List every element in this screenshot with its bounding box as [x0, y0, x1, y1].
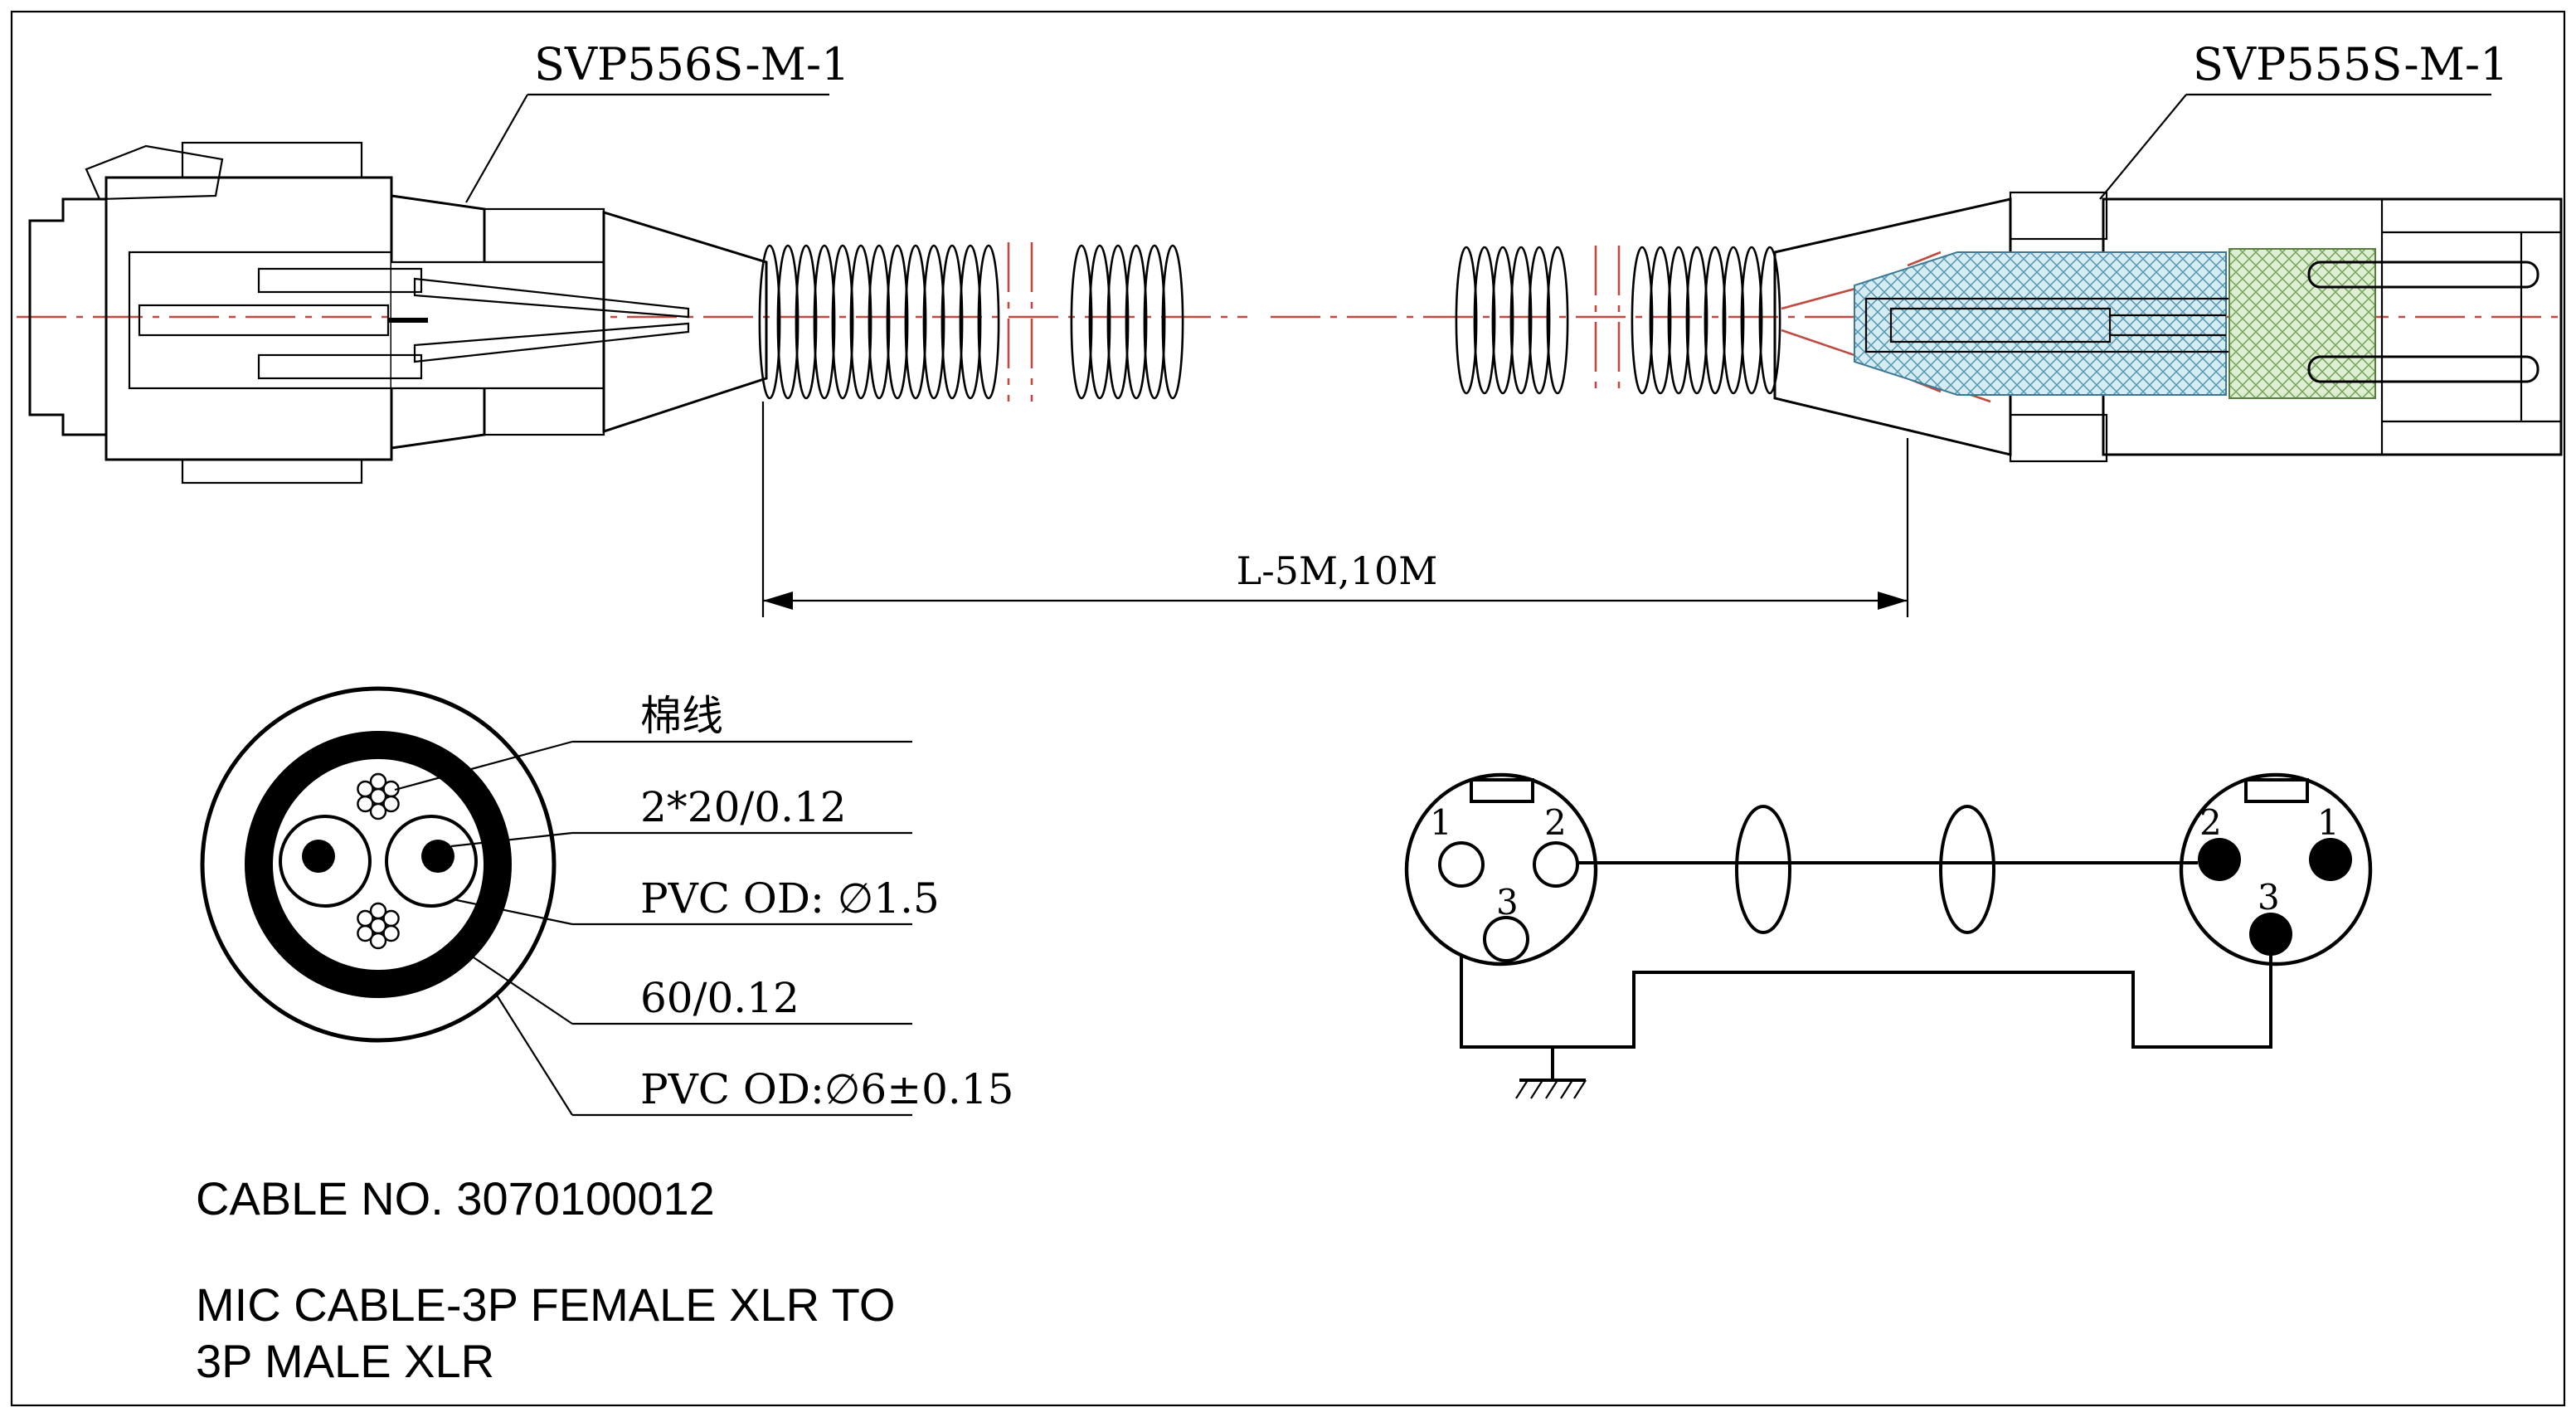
left-pin2-label: 2	[1544, 802, 1567, 843]
label-conductor-spec: 2*20/0.12	[640, 783, 847, 831]
left-contact-prong-lower	[413, 322, 690, 363]
right-pin1-label: 1	[2317, 802, 2340, 843]
cable-description-line1: MIC CABLE-3P FEMALE XLR TO	[196, 1278, 895, 1331]
right-pin-upper	[2307, 261, 2540, 289]
length-dimension-label: L-5M,10M	[1237, 548, 1438, 593]
left-cable-channel	[391, 262, 604, 388]
pinout-schematic: 1 2 3 2 1 3	[1404, 772, 2373, 1099]
right-pin1-contact	[2309, 838, 2352, 881]
left-cable-coil-a	[758, 244, 1000, 400]
length-dimension: L-5M,10M	[761, 402, 1909, 617]
cable-cross-section: 棉线 2*20/0.12 PVC OD: ∅1.5 60/0.12 PVC OD…	[200, 686, 1013, 1117]
dimension-arrow-right	[1878, 592, 1908, 610]
right-insert-blue	[1854, 251, 2227, 396]
left-connector-body	[104, 176, 393, 461]
right-pin2-contact	[2198, 838, 2241, 881]
dimension-arrow-left	[763, 592, 793, 610]
left-connector-label: SVP556S-M-1	[534, 38, 850, 90]
left-contact-lower	[257, 353, 423, 380]
right-connector-drawing	[1455, 191, 2563, 463]
label-shield-spec: 60/0.12	[640, 974, 800, 1022]
ground-symbol	[1515, 1047, 1587, 1099]
drawing-border-frame	[10, 10, 2566, 1407]
right-pin2-label: 2	[2199, 802, 2222, 843]
left-connector-callout: SVP556S-M-1	[465, 38, 850, 203]
left-pin2-socket	[1533, 841, 1579, 888]
right-pin3-label: 3	[2258, 877, 2280, 918]
label-insulation-od: PVC OD: ∅1.5	[640, 874, 940, 923]
right-cable-coil-a	[1455, 246, 1569, 395]
cross-section-callouts: 棉线 2*20/0.12 PVC OD: ∅1.5 60/0.12 PVC OD…	[394, 692, 1013, 1117]
left-boot-ribs-top	[483, 207, 605, 264]
left-connector-knurl-top	[181, 141, 363, 179]
left-pin1-label: 1	[1430, 802, 1452, 843]
schematic-left-connector: 1 2 3	[1404, 772, 1598, 967]
shield-braid-ring	[245, 731, 512, 998]
right-connector-callout: SVP555S-M-1	[2099, 38, 2509, 200]
cable-symbol-ellipse	[1939, 805, 1995, 934]
cable-number: CABLE NO. 3070100012	[196, 1172, 715, 1225]
right-keyway	[2244, 778, 2309, 803]
left-contact-upper	[257, 267, 423, 294]
label-jacket-od: PVC OD:∅6±0.15	[640, 1065, 1013, 1113]
left-connector-knurl-bottom	[181, 458, 363, 485]
right-pin-lower	[2307, 355, 2540, 383]
left-keyway	[1470, 778, 1534, 803]
left-boot-cone	[602, 210, 768, 434]
right-connector-face	[2179, 772, 2373, 967]
right-connector-label: SVP555S-M-1	[2193, 38, 2509, 90]
footer-text: CABLE NO. 3070100012 MIC CABLE-3P FEMALE…	[196, 1172, 895, 1387]
cotton-filler-bottom	[357, 902, 400, 950]
left-boot-ribs-bottom	[483, 380, 605, 436]
left-pin1-socket	[1438, 841, 1485, 888]
left-center-pin	[138, 304, 390, 337]
left-pin3-label: 3	[1496, 882, 1519, 923]
right-cable-coil-b	[1631, 246, 1781, 395]
ground-wire	[1460, 956, 2272, 1049]
left-contact-prong-upper	[413, 277, 690, 319]
conductor-right-core	[421, 840, 454, 873]
left-cable-coil-b	[1070, 244, 1184, 400]
left-pin3-socket	[1483, 916, 1529, 962]
right-knurl-top	[2009, 191, 2108, 241]
cotton-filler-top	[357, 772, 400, 820]
left-connector-face	[1404, 772, 1598, 967]
left-connector-drawing	[28, 141, 1184, 485]
conductor-left-core	[302, 840, 335, 873]
label-cotton-thread: 棉线	[640, 692, 723, 740]
right-insert-green	[2228, 248, 2376, 399]
schematic-right-connector: 2 1 3	[2179, 772, 2373, 967]
cable-description-line2: 3P MALE XLR	[196, 1335, 494, 1387]
left-connector-cavity	[128, 251, 393, 390]
right-knurl-bottom	[2009, 413, 2108, 463]
right-pin3-contact	[2249, 913, 2292, 956]
right-contact-assembly	[1889, 307, 2112, 343]
cable-symbol-ellipse	[1735, 805, 1791, 934]
